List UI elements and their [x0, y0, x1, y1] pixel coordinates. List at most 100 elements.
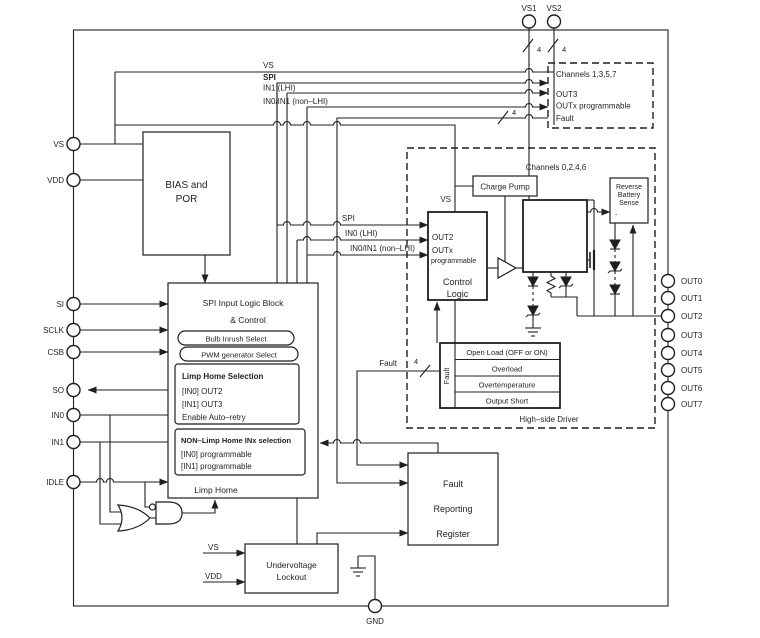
pin-csb	[66, 344, 81, 360]
uvl-line1: Undervoltage	[266, 560, 317, 570]
pin-sclk	[66, 322, 81, 338]
pin-out7	[660, 396, 676, 412]
pin-out0	[660, 273, 676, 289]
nonlimp-title: NON–Limp Home INx selection	[181, 436, 291, 445]
ch-bottom-footer: High–side Driver	[519, 415, 578, 424]
control-prog: programmable	[431, 258, 476, 265]
resistor-icon	[545, 272, 557, 297]
pin-label-out6: OUT6	[681, 384, 703, 393]
net-label-in01-mid: IN0/IN1 (non–LHI)	[350, 244, 415, 253]
charge-pump-block	[472, 175, 538, 197]
channels-0246-box	[406, 147, 656, 429]
gate-driver-block	[522, 199, 588, 273]
fault-box-row-0: Open Load (OFF or ON)	[466, 348, 548, 357]
pin-idle	[66, 474, 81, 490]
pin-label-sclk: SCLK	[43, 326, 65, 335]
fault-detect-block	[439, 342, 561, 409]
pin-label-csb: CSB	[48, 348, 64, 357]
nonlimp-row-1: [IN1] programmable	[181, 462, 252, 471]
pin-vdd	[66, 172, 81, 188]
net-label-uvl-vs: VS	[208, 543, 219, 552]
clamp-diode-chain	[607, 223, 623, 316]
rbs-minus: -	[615, 212, 618, 219]
limp-home-row-1: [IN1] OUT3	[182, 400, 223, 409]
control-line2: Logic	[447, 289, 469, 299]
fault-reporting-register-block	[407, 452, 499, 546]
pin-label-in1: IN1	[52, 438, 65, 447]
frr-line3: Register	[436, 529, 470, 539]
bias-line2: POR	[176, 194, 198, 205]
ch-top-out3: OUT3	[556, 90, 578, 99]
pin-gnd	[367, 598, 383, 614]
pin-out6	[660, 380, 676, 396]
net-label-in01-top: IN0/IN1 (non–LHI)	[263, 97, 328, 106]
pin-label-gnd: GND	[366, 617, 384, 626]
or-gate-icon	[116, 504, 151, 532]
net-label-fault: Fault	[379, 359, 398, 368]
pin-vs1	[521, 14, 537, 29]
control-out2: OUT2	[432, 233, 454, 242]
zener-icon	[558, 272, 574, 297]
net-label-in0-lhi: IN0 (LHI)	[345, 229, 378, 238]
bus-width-vs1: 4	[537, 45, 541, 54]
limp-home-row-2: Enable Auto–retry	[182, 413, 246, 422]
pin-in1	[66, 434, 81, 450]
pin-label-in0: IN0	[52, 411, 65, 420]
net-label-vs-top: VS	[263, 61, 274, 70]
limp-home-selection-box	[174, 363, 300, 425]
pin-out4	[660, 345, 676, 361]
inverter-bubble-icon	[148, 503, 157, 511]
pin-so	[66, 382, 81, 398]
pin-label-idle: IDLE	[46, 478, 64, 487]
frr-line2: Reporting	[433, 504, 472, 514]
pin-label-out0: OUT0	[681, 277, 703, 286]
fault-box-row-3: Output Short	[486, 397, 529, 406]
ch-top-fault: Fault	[556, 114, 575, 123]
pin-label-vs: VS	[53, 140, 64, 149]
pin-si	[66, 296, 81, 312]
bus-width-fault-top: 4	[512, 108, 516, 117]
fault-box-row-1: Overload	[492, 365, 522, 374]
pwm-generator-label: PWM generator Select	[201, 351, 277, 360]
pin-vs	[66, 136, 81, 152]
labels: VS1 VS2 4 4 VS VDD SI SCLK CSB SO IN0 IN…	[43, 4, 703, 626]
fault-box-row-2: Overtemperature	[479, 381, 536, 390]
pin-in0	[66, 407, 81, 423]
pin-out3	[660, 327, 676, 343]
pin-label-so: SO	[52, 386, 64, 395]
fault-box-side: Fault	[442, 367, 451, 385]
ch-bottom-title: Channels 0,2,4,6	[526, 163, 587, 172]
pin-label-vs2: VS2	[546, 4, 562, 13]
pin-label-out7: OUT7	[681, 400, 703, 409]
pin-out2	[660, 308, 676, 324]
pin-out5	[660, 362, 676, 378]
nonlimp-row-0: [IN0] programmable	[181, 450, 252, 459]
bus-width-vs2: 4	[562, 45, 566, 54]
bias-por-block	[142, 131, 231, 256]
pin-label-vs1: VS1	[521, 4, 537, 13]
charge-pump-label: Charge Pump	[480, 183, 530, 192]
and-gate-icon	[155, 501, 183, 525]
bulb-inrush-label: Bulb Inrush Select	[206, 335, 268, 344]
pin-out1	[660, 290, 676, 306]
pin-label-out1: OUT1	[681, 294, 703, 303]
bulb-inrush-box	[177, 330, 295, 346]
net-label-in1-lhi: IN1 (LHI)	[263, 84, 296, 93]
pin-label-out4: OUT4	[681, 349, 703, 358]
tvs-branch	[525, 272, 541, 337]
pin-label-vdd: VDD	[47, 176, 64, 185]
limp-home-row-0: [IN0] OUT2	[182, 387, 223, 396]
pin-circles	[66, 14, 676, 614]
net-label-spi-top: SPI	[263, 73, 276, 82]
channels-1357-box	[547, 62, 654, 129]
buffer-icon	[497, 256, 518, 280]
mosfet-icon	[587, 250, 596, 270]
undervoltage-lockout-block	[244, 543, 339, 594]
ch-top-outx: OUTx programmable	[556, 102, 631, 111]
pin-label-out3: OUT3	[681, 331, 703, 340]
spi-block-title: SPI Input Logic Block	[203, 298, 285, 308]
reverse-battery-sense-block	[609, 177, 649, 224]
pin-vs2	[546, 14, 562, 29]
